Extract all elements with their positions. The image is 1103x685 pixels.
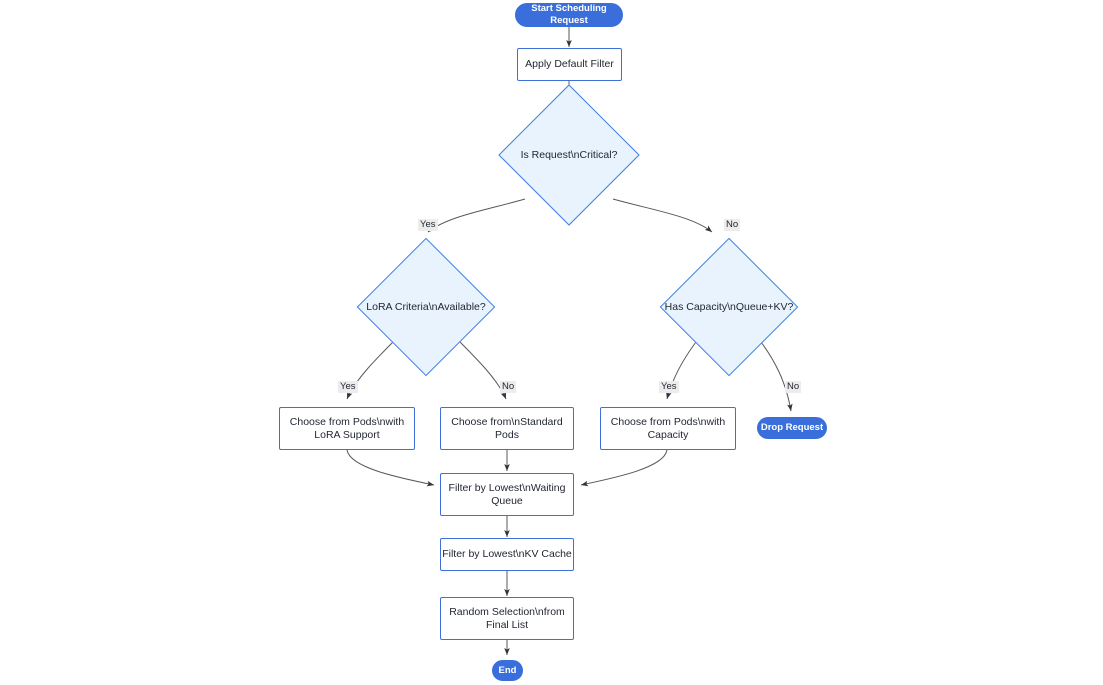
line-1: Filter by Lowest\nWaiting	[448, 481, 566, 494]
node-choose-standard-pods-text: Choose from\nStandard Pods	[451, 416, 562, 442]
node-choose-standard-pods[interactable]: Choose from\nStandard Pods	[440, 407, 574, 450]
edge-label-critical-no: No	[724, 219, 741, 231]
edge-lora-standardpods	[455, 337, 507, 400]
line-2: Capacity	[647, 428, 689, 441]
node-filter-waiting-queue-text: Filter by Lowest\nWaiting Queue	[449, 482, 566, 508]
node-filter-kv-cache-label: Filter by Lowest\nKV Cache	[442, 548, 572, 560]
node-end[interactable]: End	[492, 660, 523, 681]
node-drop-request[interactable]: Drop Request	[757, 417, 827, 439]
line-2: Final List	[485, 618, 528, 631]
line-1: Choose from Pods\nwith	[289, 415, 405, 428]
edge-label-capacity-yes: Yes	[659, 381, 679, 393]
line-1: Random Selection\nfrom	[449, 605, 565, 618]
node-apply-default-filter-label: Apply Default Filter	[525, 58, 614, 70]
line-2: Queue	[491, 494, 523, 507]
node-choose-lora-pods-text: Choose from Pods\nwith LoRA Support	[290, 416, 404, 442]
line-1: Choose from\nStandard	[451, 415, 563, 428]
edge-capacitypods-waitq	[580, 449, 668, 487]
line-1: Choose from Pods\nwith	[610, 415, 726, 428]
node-random-selection[interactable]: Random Selection\nfrom Final List	[440, 597, 574, 640]
edge-critical-lora	[427, 198, 526, 233]
node-end-label: End	[498, 664, 517, 676]
edge-label-critical-yes: Yes	[418, 219, 438, 231]
node-filter-waiting-queue[interactable]: Filter by Lowest\nWaiting Queue	[440, 473, 574, 516]
edge-label-lora-yes: Yes	[338, 381, 358, 393]
node-filter-kv-cache[interactable]: Filter by Lowest\nKV Cache	[440, 538, 574, 571]
edge-label-lora-no: No	[500, 381, 517, 393]
line-2: Pods	[495, 428, 519, 441]
node-start[interactable]: Start Scheduling Request	[515, 3, 623, 27]
edge-lorapods-waitq	[346, 449, 435, 487]
node-choose-capacity-pods[interactable]: Choose from Pods\nwith Capacity	[600, 407, 736, 450]
node-apply-default-filter[interactable]: Apply Default Filter	[517, 48, 622, 81]
node-start-label: Start Scheduling Request	[531, 3, 607, 26]
line-2: LoRA Support	[314, 428, 380, 441]
node-drop-request-label: Drop Request	[760, 422, 824, 433]
node-choose-lora-pods[interactable]: Choose from Pods\nwith LoRA Support	[279, 407, 415, 450]
node-choose-capacity-pods-text: Choose from Pods\nwith Capacity	[611, 416, 725, 442]
edge-capacity-drop	[757, 337, 793, 412]
edge-label-capacity-no: No	[785, 381, 802, 393]
node-random-selection-text: Random Selection\nfrom Final List	[449, 606, 565, 632]
edge-critical-capacity	[612, 198, 713, 233]
